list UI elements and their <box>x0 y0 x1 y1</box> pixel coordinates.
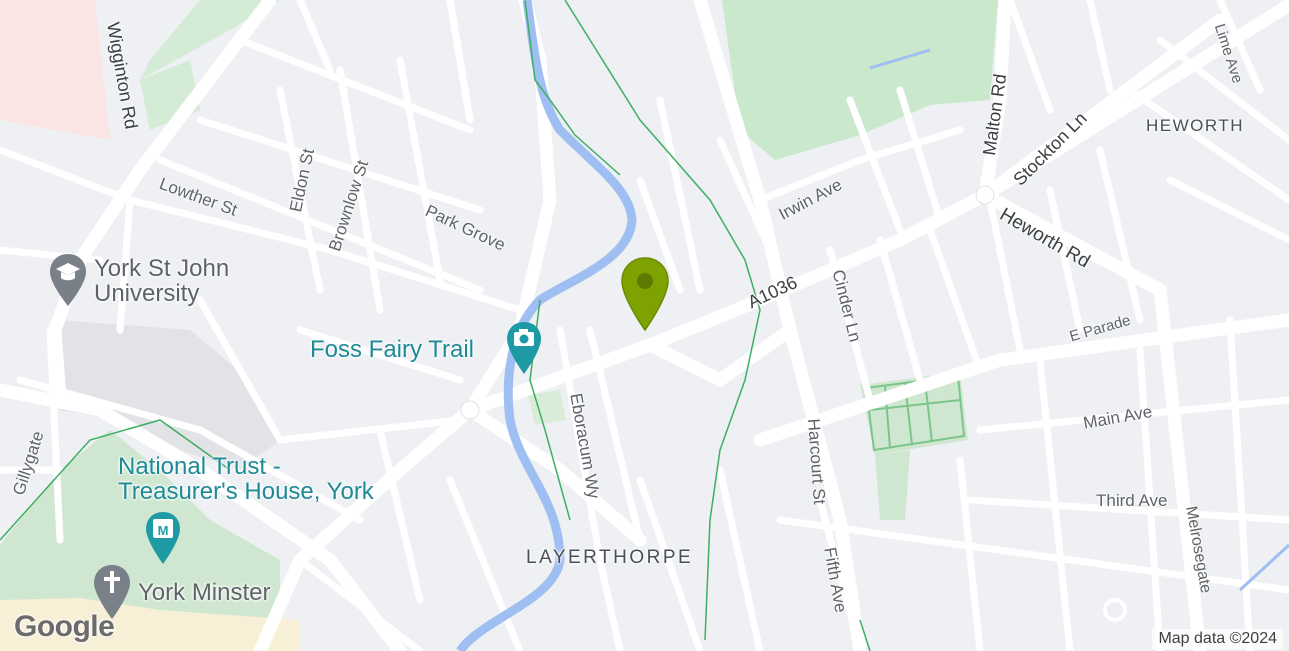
graduation-cap-icon <box>50 254 86 306</box>
park-minster <box>0 430 280 620</box>
museum-icon: M <box>146 512 180 564</box>
poi-label-treasurers-house[interactable]: National Trust - Treasurer's House, York <box>118 453 374 506</box>
selected-location-marker[interactable] <box>620 256 670 337</box>
area-label-layerthorpe: LAYERTHORPE <box>526 547 694 568</box>
map-attribution[interactable]: Map data ©2024 <box>1152 629 1283 649</box>
svg-text:M: M <box>158 523 169 538</box>
area-label-heworth: HEWORTH <box>1146 116 1245 135</box>
poi-label-foss-fairy-trail[interactable]: Foss Fairy Trail <box>310 336 475 363</box>
park-top <box>722 0 998 160</box>
park-strip <box>875 450 910 520</box>
poi-pin-york-st-john[interactable] <box>48 252 88 313</box>
poi-pin-treasurers-house[interactable]: M <box>144 510 182 571</box>
google-logo[interactable]: Google <box>14 610 115 643</box>
poi-label-york-minster[interactable]: York Minster <box>138 579 271 606</box>
hospital-area <box>0 0 110 140</box>
poi-pin-foss-fairy-trail[interactable] <box>505 320 543 381</box>
road-label-third-ave: Third Ave <box>1096 491 1168 510</box>
city-centre <box>0 598 300 651</box>
cross-icon <box>94 565 130 619</box>
park-small-nw <box>140 0 280 80</box>
poi-pin-york-minster[interactable] <box>92 563 132 626</box>
poi-label-york-st-john[interactable]: York St John University <box>94 255 230 308</box>
campus-area <box>60 320 280 470</box>
map-marker-icon <box>621 257 669 332</box>
camera-icon <box>507 322 541 374</box>
